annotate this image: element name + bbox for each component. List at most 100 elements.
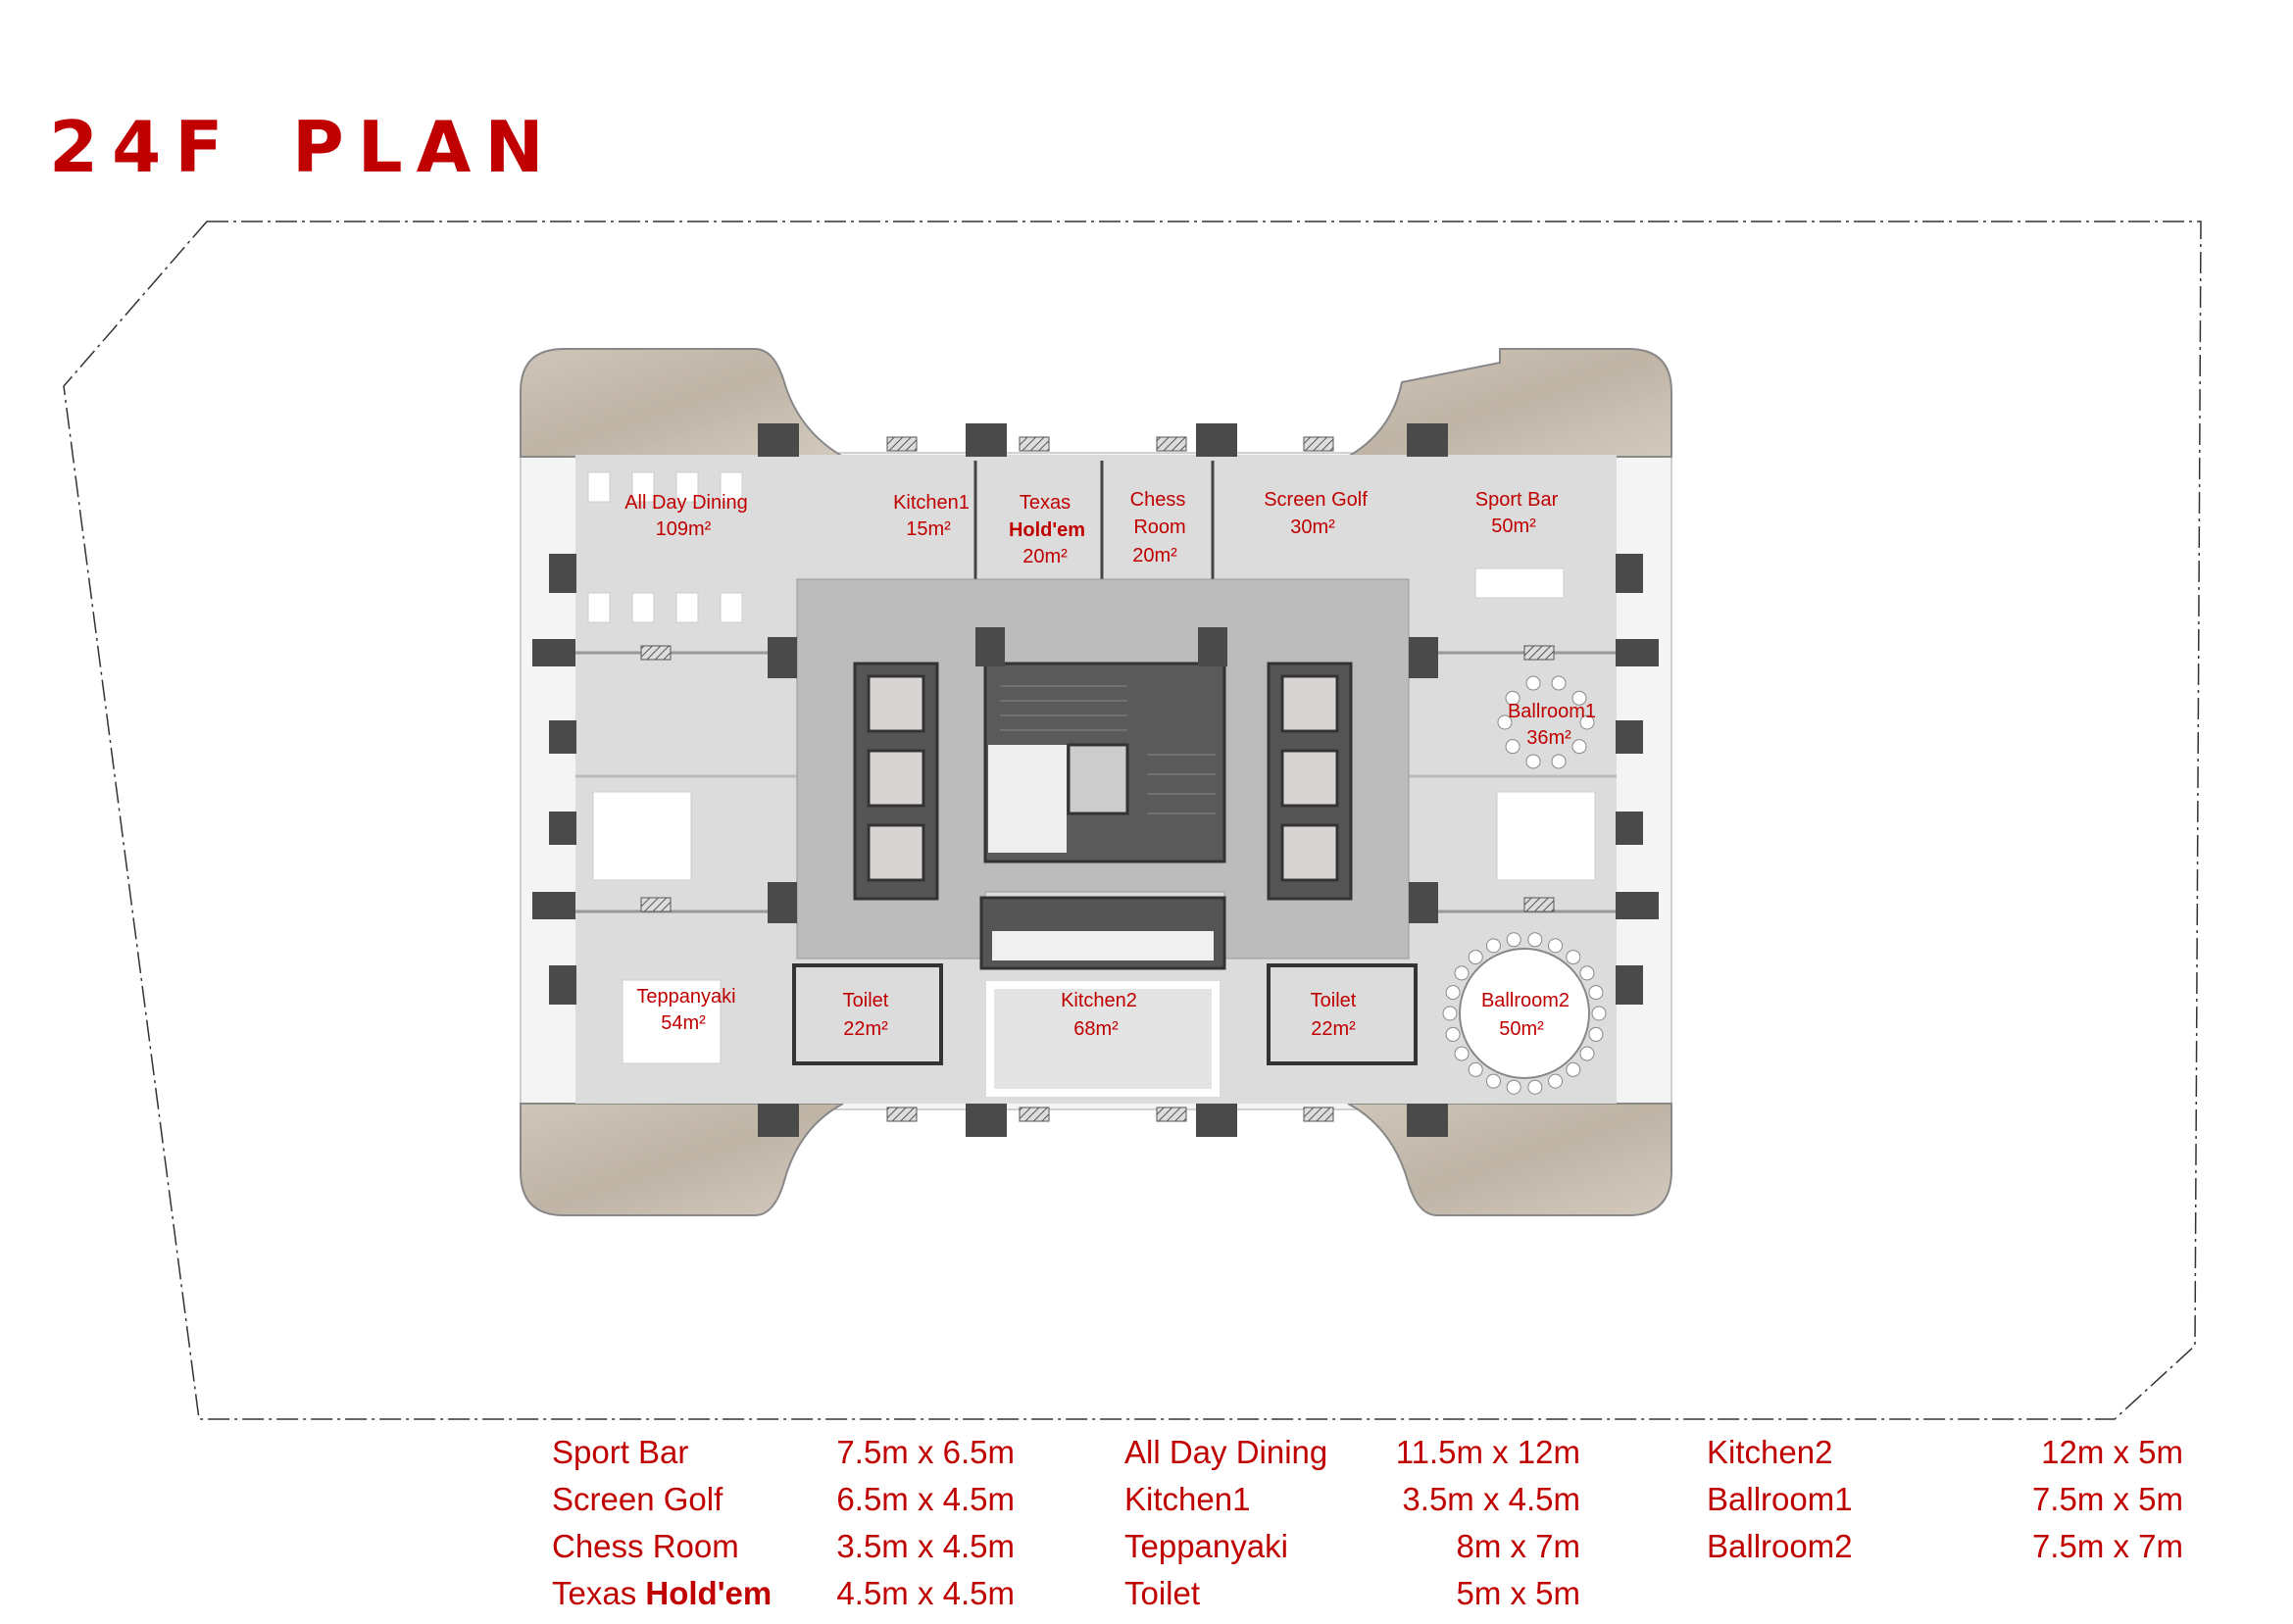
room-area-sport-bar: 50m² xyxy=(1491,516,1536,537)
ballroom1-chairs xyxy=(1497,675,1595,769)
chair xyxy=(1454,965,1470,981)
chair xyxy=(1566,1061,1581,1077)
legend-size: 5m x 5m xyxy=(1456,1575,1580,1611)
site-boundary xyxy=(63,221,2202,1420)
chair xyxy=(1454,1046,1470,1061)
room-area-teppanyaki: 54m² xyxy=(661,1012,706,1034)
room-name-chess: Chess xyxy=(1130,489,1186,511)
room-area-ballroom1: 36m² xyxy=(1526,727,1571,749)
chair xyxy=(1506,1079,1521,1095)
chair xyxy=(1588,1026,1604,1042)
chair xyxy=(1591,1006,1607,1021)
legend-name: Screen Golf xyxy=(552,1481,723,1517)
core-room xyxy=(988,745,1067,853)
partitions xyxy=(575,461,1617,913)
legend-name: Ballroom1 xyxy=(1707,1481,1853,1517)
room-name-all-day-dining: All Day Dining xyxy=(624,492,748,514)
legend-size: 3.5m x 4.5m xyxy=(836,1528,1015,1564)
chair xyxy=(1497,714,1513,730)
stairs xyxy=(1000,685,1216,814)
room-area-kitchen2: 68m² xyxy=(1073,1018,1119,1040)
chair xyxy=(1566,950,1581,965)
room-name-toilet-right: Toilet xyxy=(1311,990,1357,1011)
room-name-holdem: Hold'em xyxy=(1009,519,1085,541)
toilet-blocks xyxy=(792,963,1418,1065)
window-panels xyxy=(640,436,1555,1122)
chair xyxy=(1551,754,1567,769)
elevators-left xyxy=(853,662,939,901)
room-area-kitchen1: 15m² xyxy=(906,518,951,540)
legend-size: 3.5m x 4.5m xyxy=(1402,1481,1580,1517)
room-area-screen-golf: 30m² xyxy=(1290,517,1335,538)
floor-label: 24F xyxy=(49,106,237,188)
legend-name: Texas Hold'em xyxy=(552,1577,772,1624)
chair xyxy=(1505,739,1520,755)
chair xyxy=(1588,985,1604,1001)
room-name-kitchen2: Kitchen2 xyxy=(1061,990,1137,1011)
room-name-kitchen1: Kitchen1 xyxy=(893,492,970,514)
room-name-sport-bar: Sport Bar xyxy=(1475,489,1559,511)
legend-name: Kitchen1 xyxy=(1124,1481,1251,1517)
legend-col1-sizes: 7.5m x 6.5m 6.5m x 4.5m 3.5m x 4.5m 4.5m… xyxy=(784,1436,1015,1624)
chair xyxy=(1571,739,1587,755)
dining-tables xyxy=(587,471,1596,1064)
legend-name: Teppanyaki xyxy=(1124,1528,1288,1564)
kitchen2-island xyxy=(986,981,1220,1097)
legend-name-b: Hold'em xyxy=(645,1575,773,1611)
legend-col2-sizes: 11.5m x 12m 3.5m x 4.5m 8m x 7m 5m x 5m xyxy=(1355,1436,1580,1624)
chair xyxy=(1445,1026,1461,1042)
plan-label: PLAN xyxy=(292,106,558,188)
room-area-ballroom2: 50m² xyxy=(1499,1018,1544,1040)
elevators-right xyxy=(1267,662,1353,901)
legend-name: All Day Dining xyxy=(1124,1434,1328,1470)
chair xyxy=(1527,932,1543,948)
service-elevator xyxy=(1067,743,1129,815)
chair xyxy=(1579,1046,1595,1061)
chair xyxy=(1527,1079,1543,1095)
room-name-teppanyaki: Teppanyaki xyxy=(636,986,735,1008)
chair xyxy=(1468,950,1483,965)
legend-size: 4.5m x 4.5m xyxy=(836,1575,1015,1611)
chair xyxy=(1548,1073,1564,1089)
chair xyxy=(1551,675,1567,691)
legend-col1-names: Sport Bar Screen Golf Chess Room Texas H… xyxy=(552,1436,772,1624)
ballroom2-chairs xyxy=(1442,932,1607,1095)
legend-size: 7.5m x 5m xyxy=(2031,1481,2183,1517)
ballroom2-table xyxy=(1459,948,1590,1079)
room-name-ballroom1: Ballroom1 xyxy=(1508,701,1596,722)
chair xyxy=(1445,985,1461,1001)
legend-col3-names: Kitchen2 Ballroom1 Ballroom2 xyxy=(1707,1436,1853,1577)
legend-name: Sport Bar xyxy=(552,1434,689,1470)
room-area-toilet-right: 22m² xyxy=(1311,1018,1356,1040)
chair xyxy=(1579,714,1595,730)
chair xyxy=(1579,965,1595,981)
room-name-toilet-left: Toilet xyxy=(843,990,889,1011)
chair xyxy=(1506,932,1521,948)
chair xyxy=(1548,938,1564,954)
legend-size: 6.5m x 4.5m xyxy=(836,1481,1015,1517)
chair xyxy=(1525,675,1541,691)
chair xyxy=(1468,1061,1483,1077)
legend-size: 12m x 5m xyxy=(2041,1434,2183,1470)
room-labels: All Day Dining 109m² Kitchen1 15m² Texas… xyxy=(624,489,1596,1040)
room-name-chess-room: Room xyxy=(1133,517,1185,538)
chair xyxy=(1485,938,1501,954)
room-area-all-day-dining: 109m² xyxy=(656,518,712,540)
room-area-toilet-left: 22m² xyxy=(843,1018,888,1040)
legend-name: Ballroom2 xyxy=(1707,1528,1853,1564)
room-name-texas: Texas xyxy=(1020,492,1071,514)
legend-size: 7.5m x 6.5m xyxy=(836,1434,1015,1470)
room-area-chess: 20m² xyxy=(1132,545,1177,566)
room-name-screen-golf: Screen Golf xyxy=(1264,489,1368,511)
room-area-texas: 20m² xyxy=(1022,546,1068,567)
chair xyxy=(1442,1006,1458,1021)
legend-name-a: Texas xyxy=(552,1575,646,1611)
chair xyxy=(1485,1073,1501,1089)
legend-size: 11.5m x 12m xyxy=(1395,1434,1580,1470)
legend-col3-sizes: 12m x 5m 7.5m x 5m 7.5m x 7m xyxy=(1958,1436,2183,1577)
room-name-ballroom2: Ballroom2 xyxy=(1481,990,1570,1011)
legend-name: Chess Room xyxy=(552,1528,739,1564)
legend-name: Kitchen2 xyxy=(1707,1434,1833,1470)
kitchen2-hood xyxy=(992,931,1214,960)
